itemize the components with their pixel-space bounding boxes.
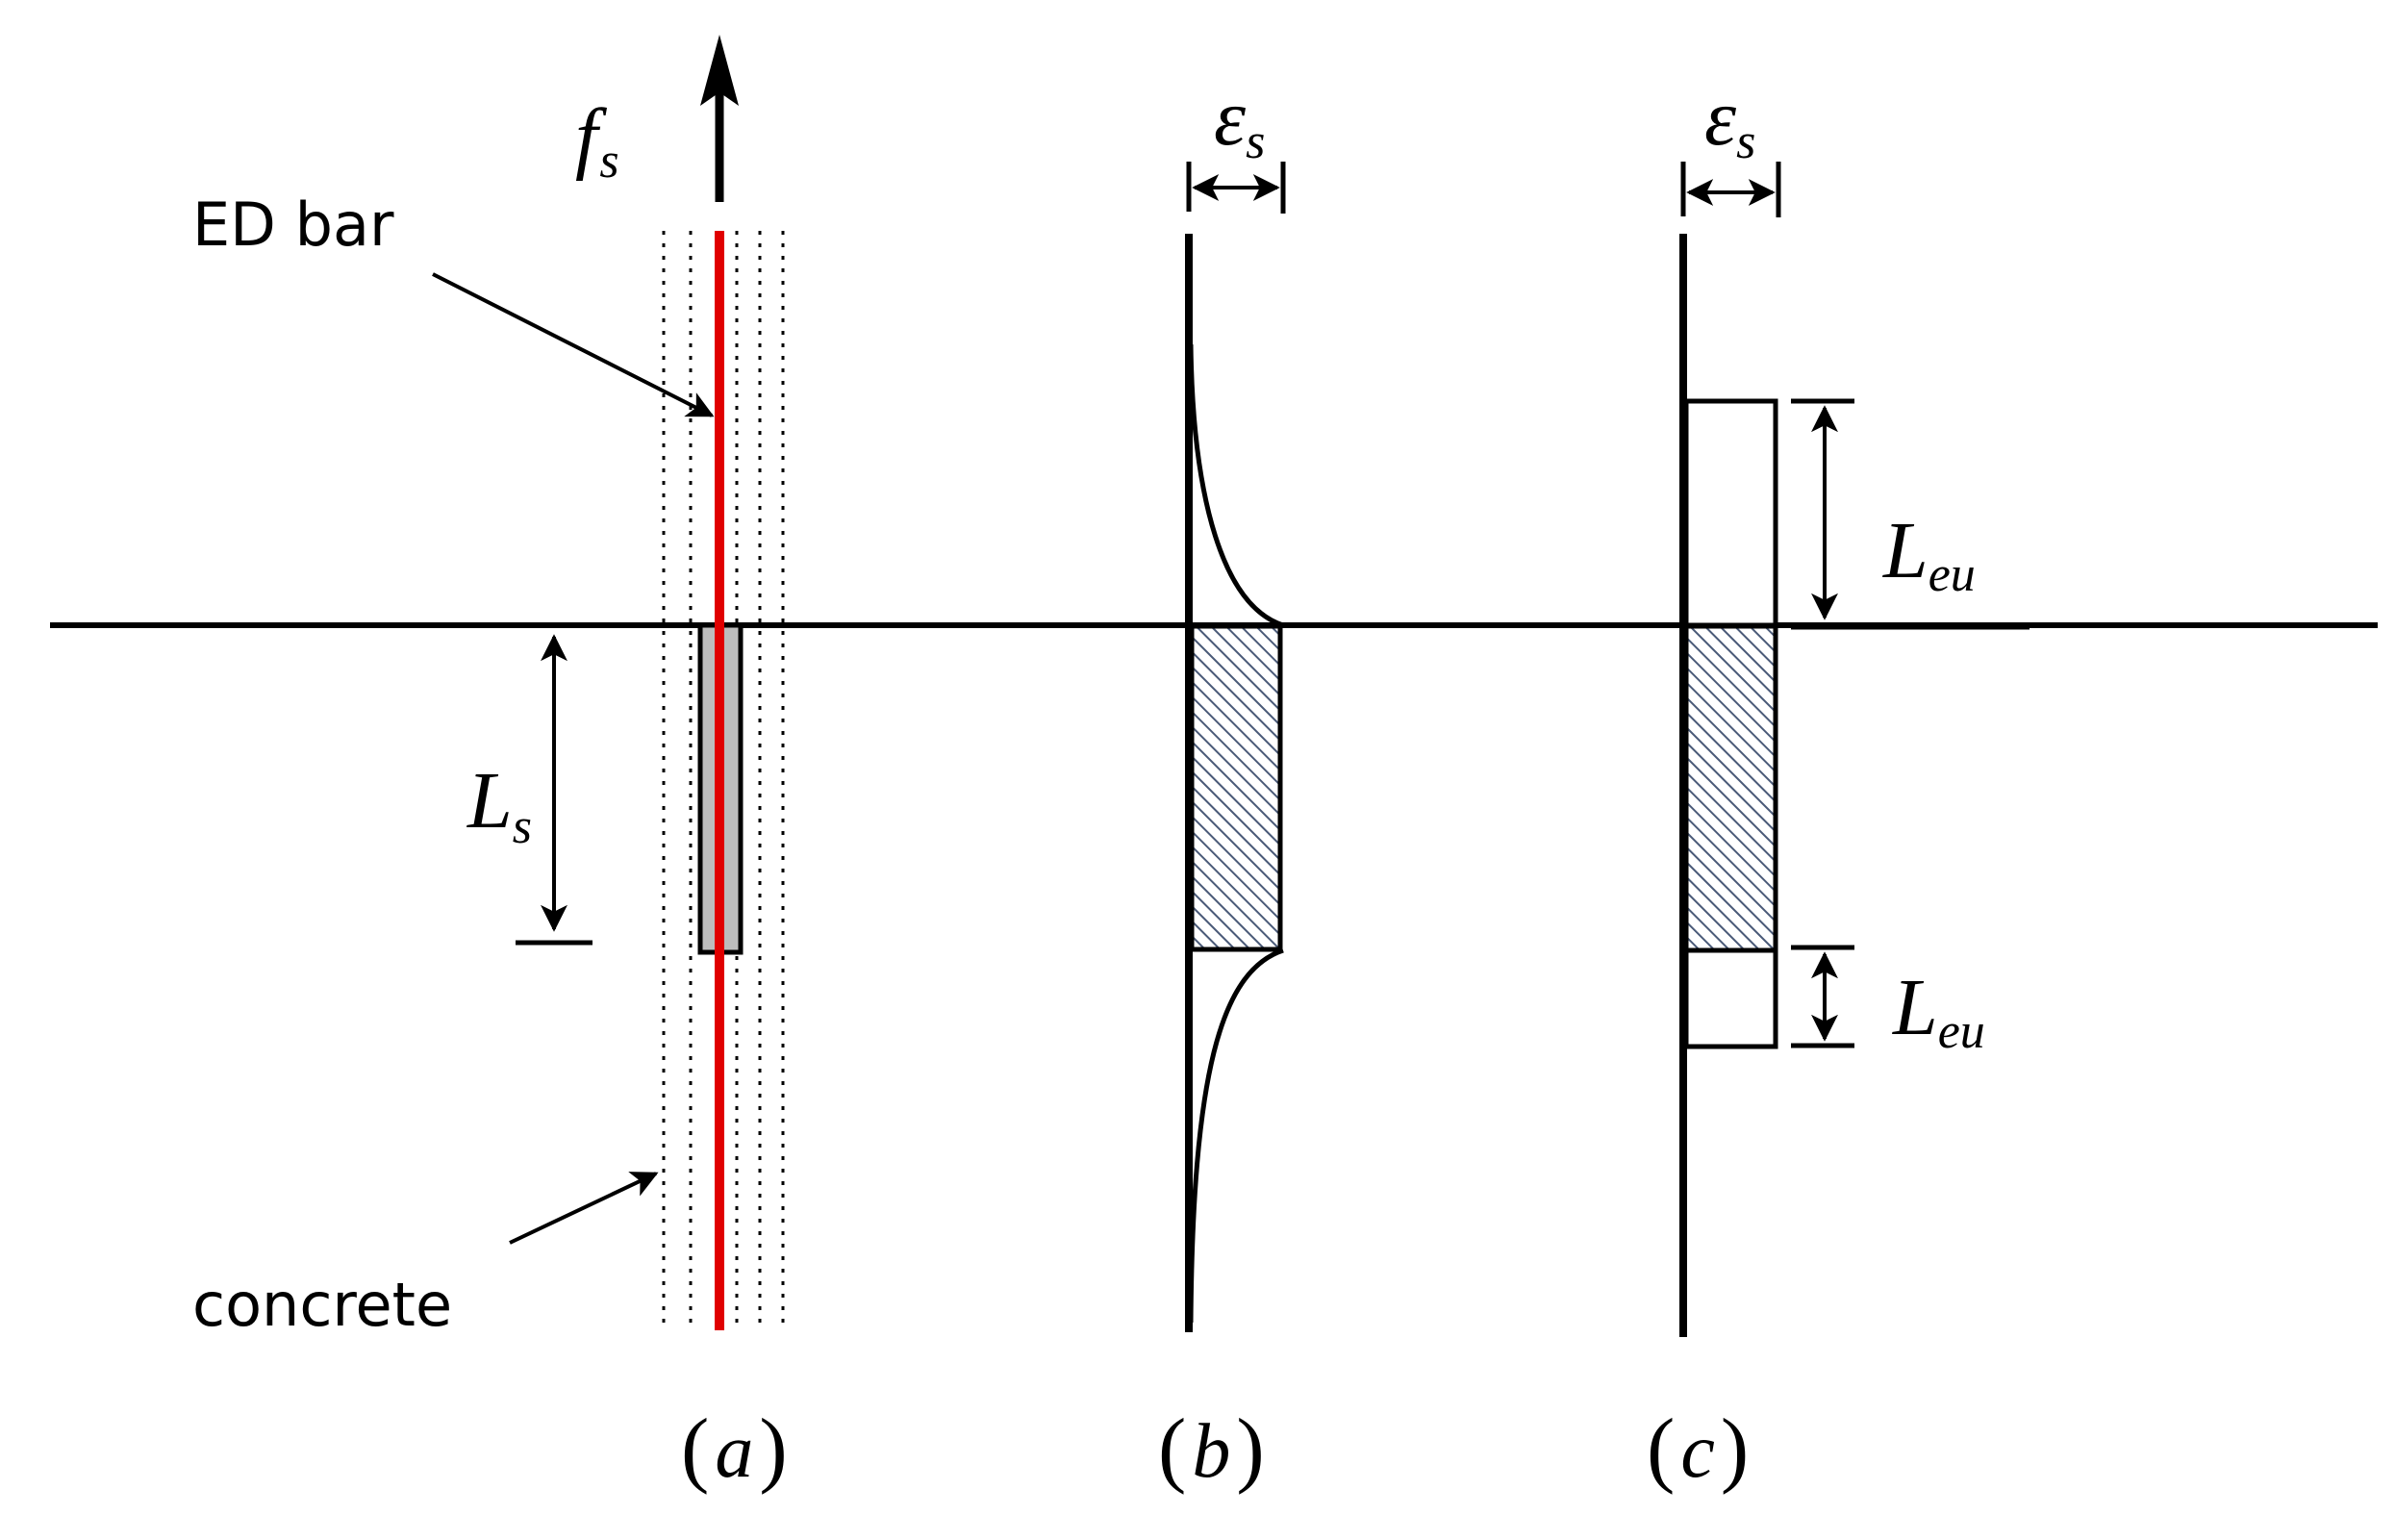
concrete-dotted-lines [662,231,785,1327]
strain-decay-bottom [1188,947,1284,1324]
uniform-strain-hatch-c [1683,623,1778,953]
leu-bottom-block [1683,947,1778,1049]
panel-a: fs ED bar concrete Ls [192,35,785,1340]
caption-b: (b) [1158,1402,1265,1496]
strain-decay-top [1188,343,1284,628]
panel-c: εs Leu Leu [1679,73,2029,1337]
ed-bar-label: ED bar [192,189,394,260]
force-arrowhead [700,35,739,106]
ed-bar-pointer [432,272,715,417]
force-label: fs [575,92,619,189]
concrete-label: concrete [192,1270,452,1340]
strain-b-label: εs [1214,73,1265,169]
caption-a: (a) [681,1402,788,1496]
ls-label: Ls [466,756,532,854]
leu-top-label: Leu [1882,506,1976,602]
strain-c-label: εs [1704,73,1755,169]
leu-bottom-label: Leu [1892,963,1985,1059]
panel-b: εs [1185,73,1286,1332]
concrete-pointer [509,1172,659,1245]
uniform-strain-hatch-b [1189,623,1283,952]
caption-c: (c) [1647,1402,1749,1496]
leu-top-block [1683,398,1778,628]
